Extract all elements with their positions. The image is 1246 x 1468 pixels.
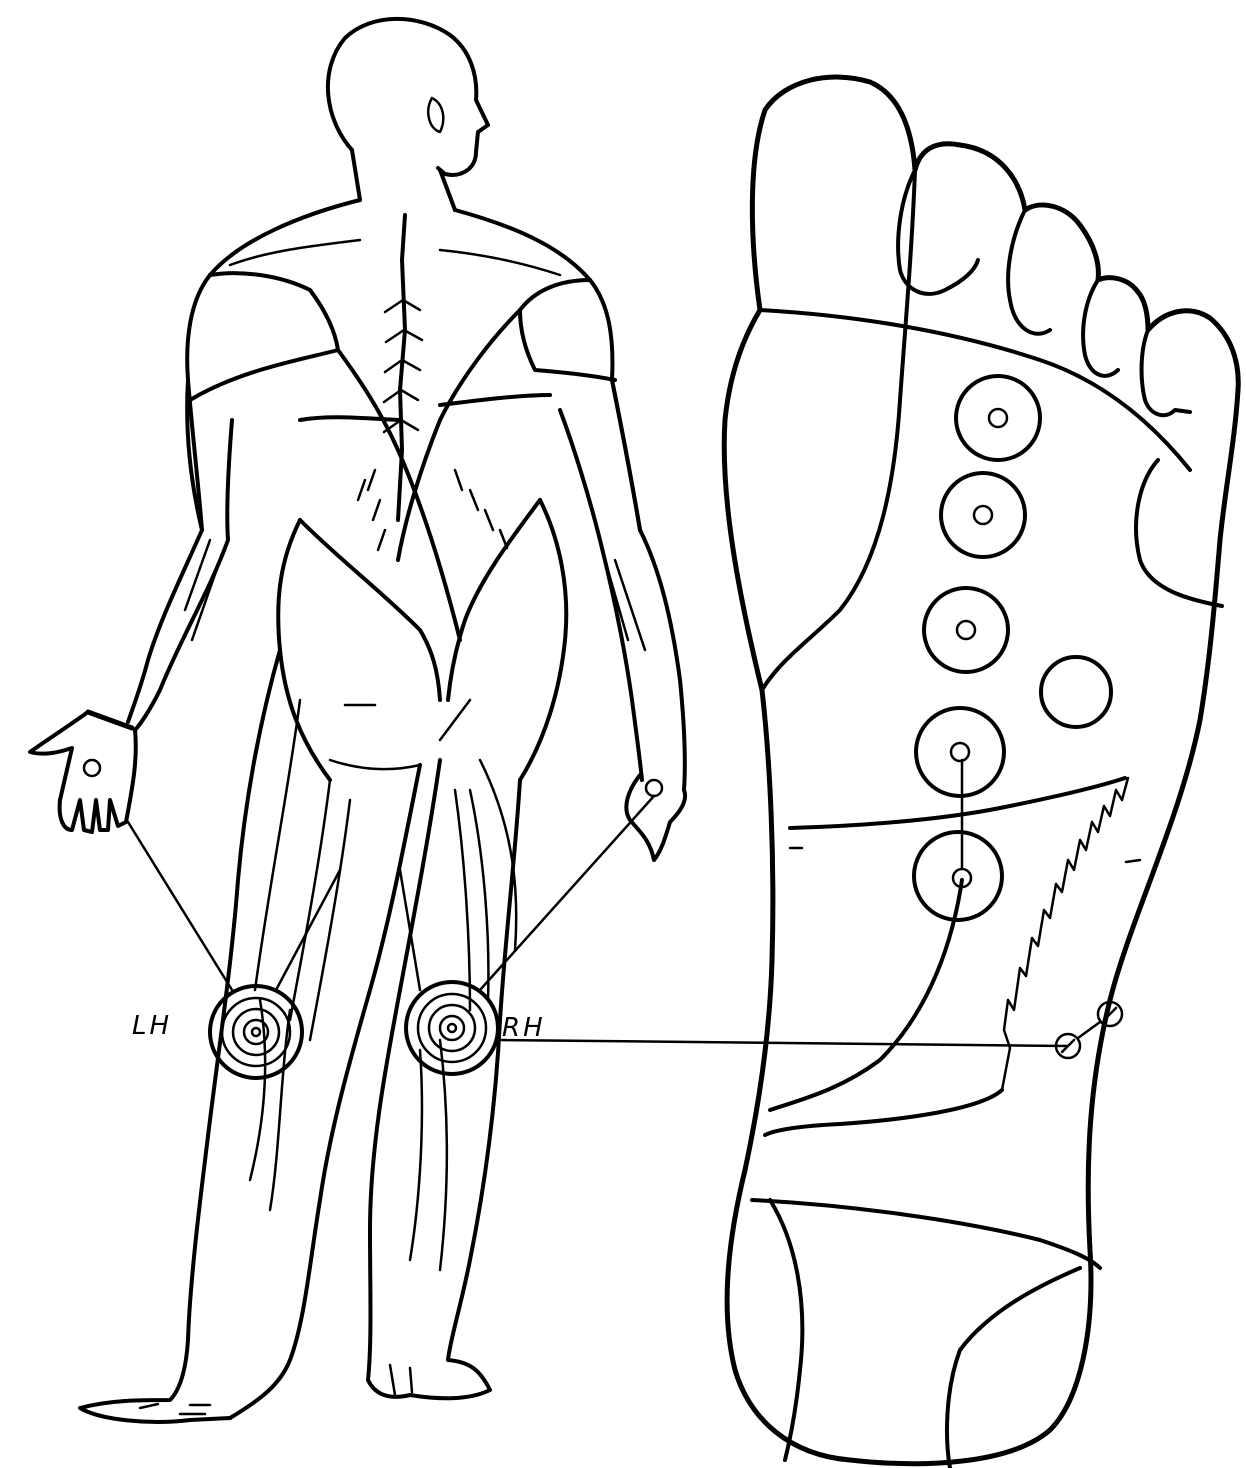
midfoot-crease [790, 778, 1125, 828]
left-deltoid [190, 273, 338, 400]
foot-zigzag-line [1002, 778, 1128, 1090]
neck-left [352, 150, 360, 200]
left-hand-electrode [84, 760, 100, 776]
left-foot-detail [140, 1404, 210, 1414]
left-leg-muscles [250, 700, 350, 1210]
left-hand [30, 712, 136, 832]
waist [300, 395, 550, 420]
back-dashes-right [455, 470, 507, 548]
ball-crease [760, 310, 1190, 470]
heel-link-line [765, 1090, 1002, 1135]
gluteal-lines [330, 700, 470, 769]
foot-point-1 [956, 376, 1040, 460]
electrode-rh [406, 982, 498, 1074]
label-right-hand: RH [502, 1013, 546, 1043]
electrode-connections: LH RH [128, 796, 1068, 1078]
foot-outline [724, 77, 1238, 1464]
ear [428, 98, 443, 132]
human-figure [30, 19, 685, 1422]
toe-5 [1142, 330, 1190, 415]
oblique-left [300, 520, 440, 700]
label-left-hand: LH [132, 1011, 172, 1041]
foot-point-2 [941, 473, 1025, 557]
mid-tick-right [1126, 860, 1140, 862]
latissimus-right [398, 310, 520, 560]
wire-left-hand-to-lh [128, 822, 232, 990]
lateral-pad [1136, 460, 1222, 606]
trapezius-right [440, 250, 560, 275]
torso-outline [187, 200, 640, 530]
toe-3 [1008, 210, 1050, 334]
left-leg-outer [80, 650, 280, 1422]
spine [398, 215, 405, 520]
big-toe-line [762, 170, 915, 690]
foot-sole [724, 77, 1238, 1468]
right-hand-electrode [646, 780, 662, 796]
right-leg-inner [368, 760, 440, 1397]
left-leg-inner [230, 765, 420, 1418]
right-arm-detail [605, 560, 645, 650]
right-foot-detail [390, 1365, 412, 1395]
foot-electrode-link [1078, 1022, 1100, 1038]
foot-point-3 [924, 588, 1008, 672]
heel-crease-1 [752, 1200, 1100, 1268]
heel-crease-3 [947, 1268, 1080, 1468]
back-dashes-left [358, 470, 385, 550]
toe-4 [1083, 280, 1118, 376]
left-wrist-band [88, 712, 132, 728]
wire-rh-to-foot [500, 1040, 1068, 1046]
wire-right-hand-to-rh [480, 796, 654, 990]
foot-point-4 [1041, 657, 1111, 727]
heel-crease-2 [770, 1200, 802, 1460]
foot-point-5 [916, 708, 1004, 796]
